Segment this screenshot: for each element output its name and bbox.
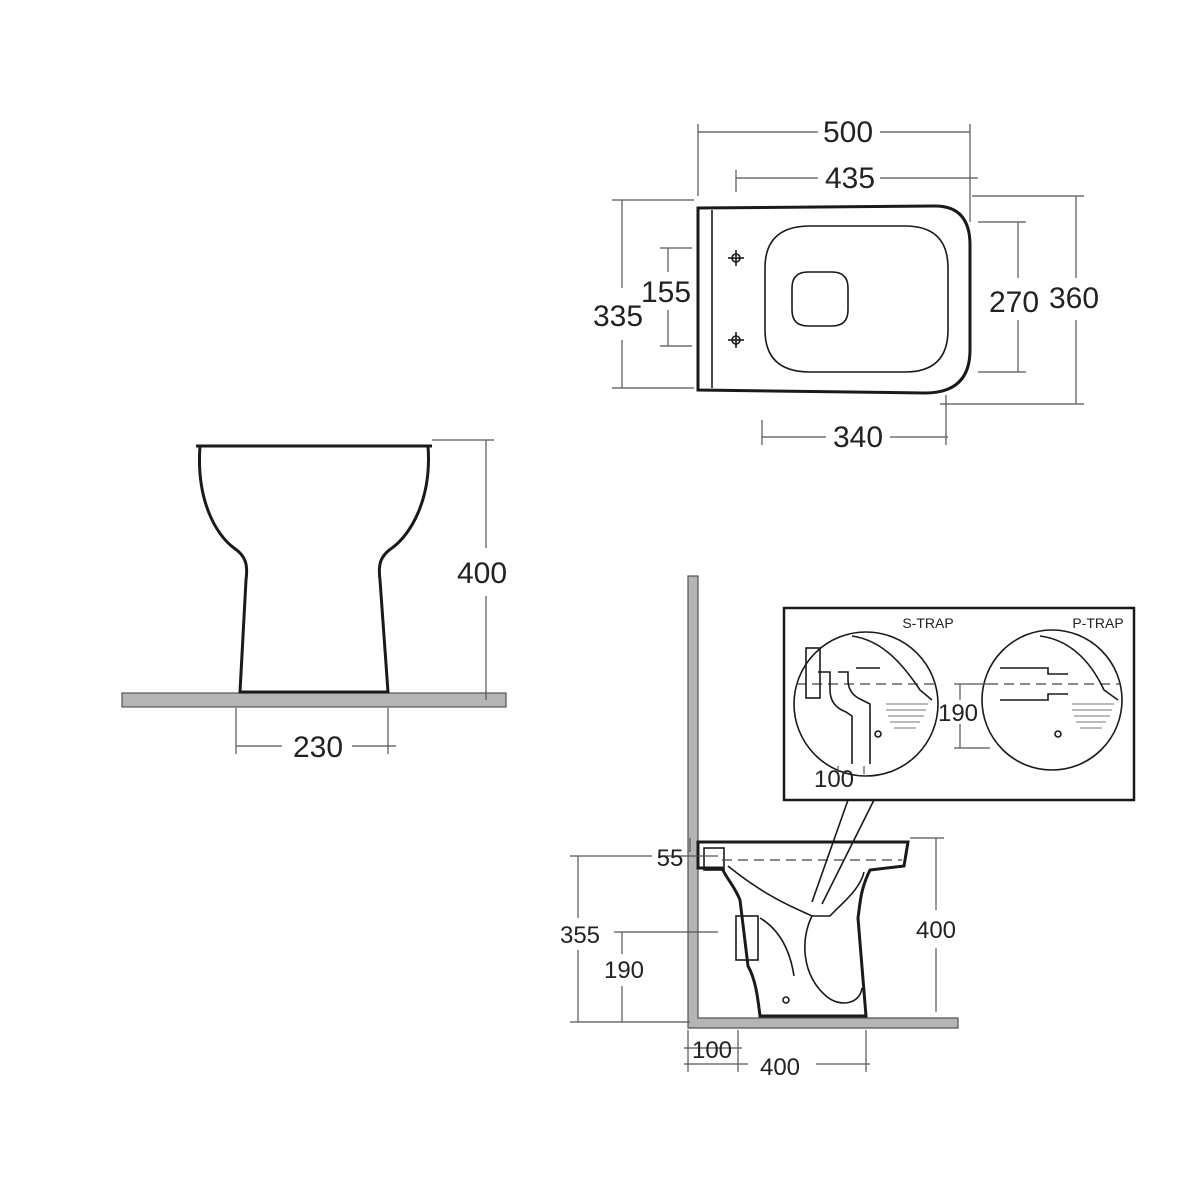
dim-overall-width-right: 360 <box>1049 282 1099 315</box>
dim-inlet-offset: 55 <box>657 845 684 872</box>
plan-pan-outline <box>696 204 972 395</box>
dim-front-base-width: 230 <box>293 731 343 764</box>
front-pan-outline <box>197 444 430 694</box>
dim-pan-height: 400 <box>916 917 956 944</box>
side-outlet-connector <box>735 915 759 961</box>
dim-fixing-centres: 155 <box>641 276 691 309</box>
dim-outlet-height: 190 <box>604 957 644 984</box>
fixing-hole-bottom-icon <box>728 332 744 348</box>
side-trap-path <box>804 915 863 1004</box>
plan-view: 500 435 340 335 155 270 3 <box>593 116 1099 454</box>
inset-dim-outlet-distance: 100 <box>814 766 854 793</box>
inset-dim-outlet-centre-height: 190 <box>938 700 978 727</box>
front-view: 400 230 <box>121 439 507 764</box>
dim-fixing-length: 340 <box>833 421 883 454</box>
trap-inset: S-TRAP 100 P-TRAP 190 <box>782 606 1136 802</box>
p-trap-label: P-TRAP <box>1072 615 1123 631</box>
dim-overall-width-left: 335 <box>593 300 643 333</box>
side-pan-outline <box>696 840 910 1018</box>
dim-inlet-height: 355 <box>560 922 600 949</box>
fixing-hole-top-icon <box>728 250 744 266</box>
dim-front-height: 400 <box>457 557 507 590</box>
dim-overall-length: 500 <box>823 116 873 149</box>
side-wall <box>687 575 959 1029</box>
front-floor <box>121 692 507 708</box>
dim-bowl-width: 270 <box>989 286 1039 319</box>
side-inner-trap <box>759 917 795 977</box>
s-trap-label: S-TRAP <box>902 615 953 631</box>
plan-water-area <box>791 271 849 327</box>
s-trap-detail: S-TRAP 100 <box>793 615 954 793</box>
p-trap-detail: P-TRAP <box>981 615 1124 771</box>
plan-bowl-rim <box>764 225 949 373</box>
side-drain-hole-icon <box>782 996 790 1004</box>
dim-seat-length: 435 <box>825 162 875 195</box>
side-view: 55 355 190 400 100 400 <box>560 575 959 1081</box>
side-inlet-connector <box>703 847 725 871</box>
dim-projection: 400 <box>760 1054 800 1081</box>
dim-wall-to-outlet: 100 <box>692 1037 732 1064</box>
side-bowl-interior <box>727 865 865 917</box>
